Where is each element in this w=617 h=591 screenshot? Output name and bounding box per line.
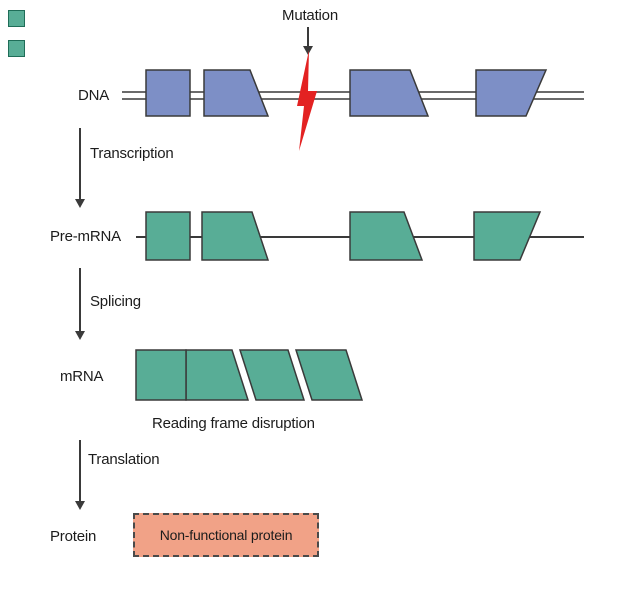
- pre-mrna-exon: [201, 211, 270, 261]
- mutation-arrowhead-icon: [303, 46, 313, 55]
- translation-arrowhead-icon: [75, 501, 85, 510]
- transcription-arrowhead-icon: [75, 199, 85, 208]
- transcription-arrow-line: [79, 128, 81, 200]
- mrna-label: mRNA: [60, 368, 104, 385]
- splicing-label: Splicing: [90, 293, 141, 310]
- pre-mrna-exon: [349, 211, 424, 261]
- dna-exon: [145, 69, 191, 117]
- corner-swatch: [8, 10, 25, 27]
- dna-strand: [122, 69, 584, 117]
- mutation-arrow-line: [307, 27, 309, 47]
- pre-mrna-label: Pre-mRNA: [50, 228, 121, 245]
- pre-mrna-strand: [136, 211, 584, 261]
- translation-label: Translation: [88, 451, 160, 468]
- pre-mrna-exon: [473, 211, 542, 261]
- translation-arrow-line: [79, 440, 81, 502]
- mutation-label: Mutation: [282, 7, 338, 24]
- dna-exon: [203, 69, 270, 117]
- nonfunctional-protein-box: Non-functional protein: [133, 513, 319, 557]
- mrna-exon: [185, 349, 250, 401]
- mrna-exon: [294, 349, 364, 401]
- dna-label: DNA: [78, 87, 110, 104]
- reading-frame-annotation: Reading frame disruption: [152, 415, 315, 432]
- lightning-bolt-icon: [297, 50, 317, 151]
- splicing-arrowhead-icon: [75, 331, 85, 340]
- transcription-label: Transcription: [90, 145, 174, 162]
- protein-label: Protein: [50, 528, 97, 545]
- mrna-exon: [238, 349, 306, 401]
- corner-swatch: [8, 40, 25, 57]
- dna-exon: [475, 69, 548, 117]
- mrna-strand: [135, 349, 364, 401]
- nonfunctional-protein-text: Non-functional protein: [159, 527, 293, 543]
- dna-exon: [349, 69, 430, 117]
- mrna-exon: [135, 349, 187, 401]
- pre-mrna-exon: [145, 211, 191, 261]
- splicing-arrow-line: [79, 268, 81, 332]
